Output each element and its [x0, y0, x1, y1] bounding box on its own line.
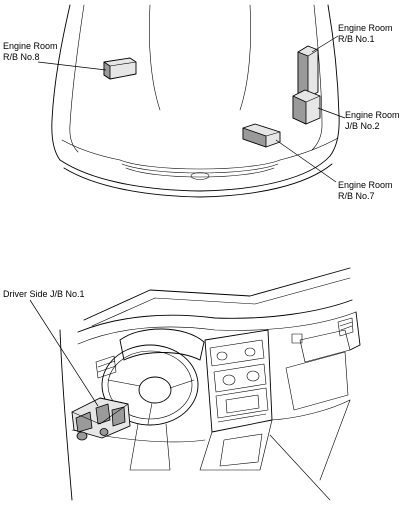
label-engine-room-rb7: Engine Room R/B No.7 — [338, 180, 393, 201]
leader-line-rb1 — [311, 35, 339, 53]
label-engine-room-rb1: Engine Room R/B No.1 — [338, 23, 393, 44]
label-line-1: Engine Room — [345, 110, 400, 120]
engine-room-rb1-component — [297, 45, 319, 99]
engine-room-rb7-component — [242, 123, 281, 148]
label-line-1: Engine Room — [3, 41, 58, 51]
label-engine-room-jb2: Engine Room J/B No.2 — [345, 110, 400, 131]
label-driver-side-jb1: Driver Side J/B No.1 — [3, 289, 85, 299]
label-line-1: Engine Room — [338, 180, 393, 190]
label-line-2: R/B No.7 — [338, 190, 375, 201]
leader-line-jb2 — [317, 107, 346, 119]
engine-room-rb8-component — [103, 57, 137, 80]
instrument-panel-view — [59, 267, 361, 501]
leader-line-jb1 — [29, 299, 99, 407]
leader-line-rb8 — [37, 61, 107, 71]
label-line-1: Engine Room — [338, 23, 393, 33]
label-line-2: R/B No.8 — [3, 51, 40, 62]
label-engine-room-rb8: Engine Room R/B No.8 — [3, 41, 58, 62]
engine-room-jb2-component — [292, 89, 321, 125]
label-line-2: J/B No.2 — [345, 120, 380, 131]
label-line-2: R/B No.1 — [338, 33, 375, 44]
vehicle-front-top-view — [51, 4, 340, 198]
driver-side-jb1-component — [71, 397, 131, 441]
leader-line-rb7 — [275, 139, 337, 183]
